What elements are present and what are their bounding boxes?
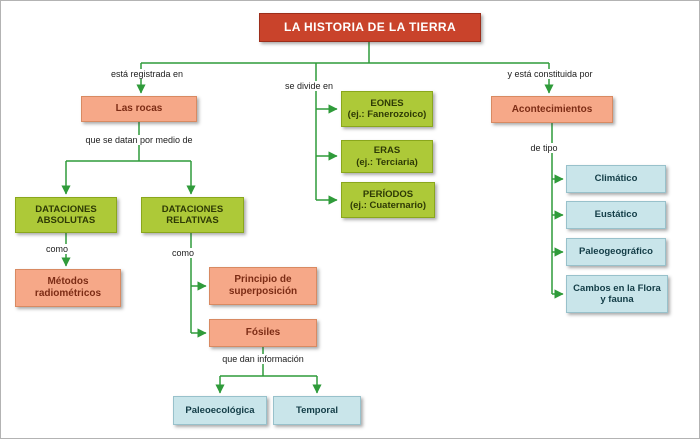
node-eras: ERAS (ej.: Terciaria)	[341, 140, 433, 173]
node-eras-title: ERAS	[373, 145, 401, 157]
node-paleoecologica: Paleoecológica	[173, 396, 267, 425]
node-eones: EONES (ej.: Fanerozoico)	[341, 91, 433, 127]
edge-label-de-tipo: de tipo	[527, 143, 561, 153]
node-paleogeografico: Paleogeográfico	[566, 238, 666, 266]
node-periodos-title: PERÍODOS	[362, 188, 414, 200]
node-eustatico: Eustático	[566, 201, 666, 229]
node-acontecimientos: Acontecimientos	[491, 96, 613, 123]
node-eones-example: (ej.: Fanerozoico)	[347, 109, 427, 120]
node-temporal: Temporal	[273, 396, 361, 425]
node-principio-superposicion: Principio de superposición	[209, 267, 317, 305]
node-cambios-flora-fauna: Cambos en la Flora y fauna	[566, 275, 668, 313]
edge-label-como-absolutas: como	[42, 244, 72, 254]
node-climatico: Climático	[566, 165, 666, 193]
node-dataciones-relativas: DATACIONES RELATIVAS	[141, 197, 244, 233]
edge-label-se-divide-en: se divide en	[281, 81, 337, 91]
node-eras-example: (ej.: Terciaria)	[356, 156, 418, 168]
node-dataciones-absolutas: DATACIONES ABSOLUTAS	[15, 197, 117, 233]
node-fosiles: Fósiles	[209, 319, 317, 347]
edge-label-registrada-en: está registrada en	[107, 69, 187, 79]
edge-label-constituida-por: y está constituida por	[504, 69, 596, 79]
node-eones-title: EONES	[370, 97, 404, 109]
node-periodos-example: (ej.: Cuaternario)	[349, 200, 426, 211]
node-metodos-radiometricos: Métodos radiométricos	[15, 269, 121, 307]
edge-label-se-datan: que se datan por medio de	[82, 135, 196, 145]
edge-label-dan-informacion: que dan información	[219, 354, 307, 364]
node-title: LA HISTORIA DE LA TIERRA	[259, 13, 481, 42]
node-periodos: PERÍODOS (ej.: Cuaternario)	[341, 182, 435, 218]
edge-label-como-relativas: como	[168, 248, 198, 258]
node-las-rocas: Las rocas	[81, 96, 197, 122]
